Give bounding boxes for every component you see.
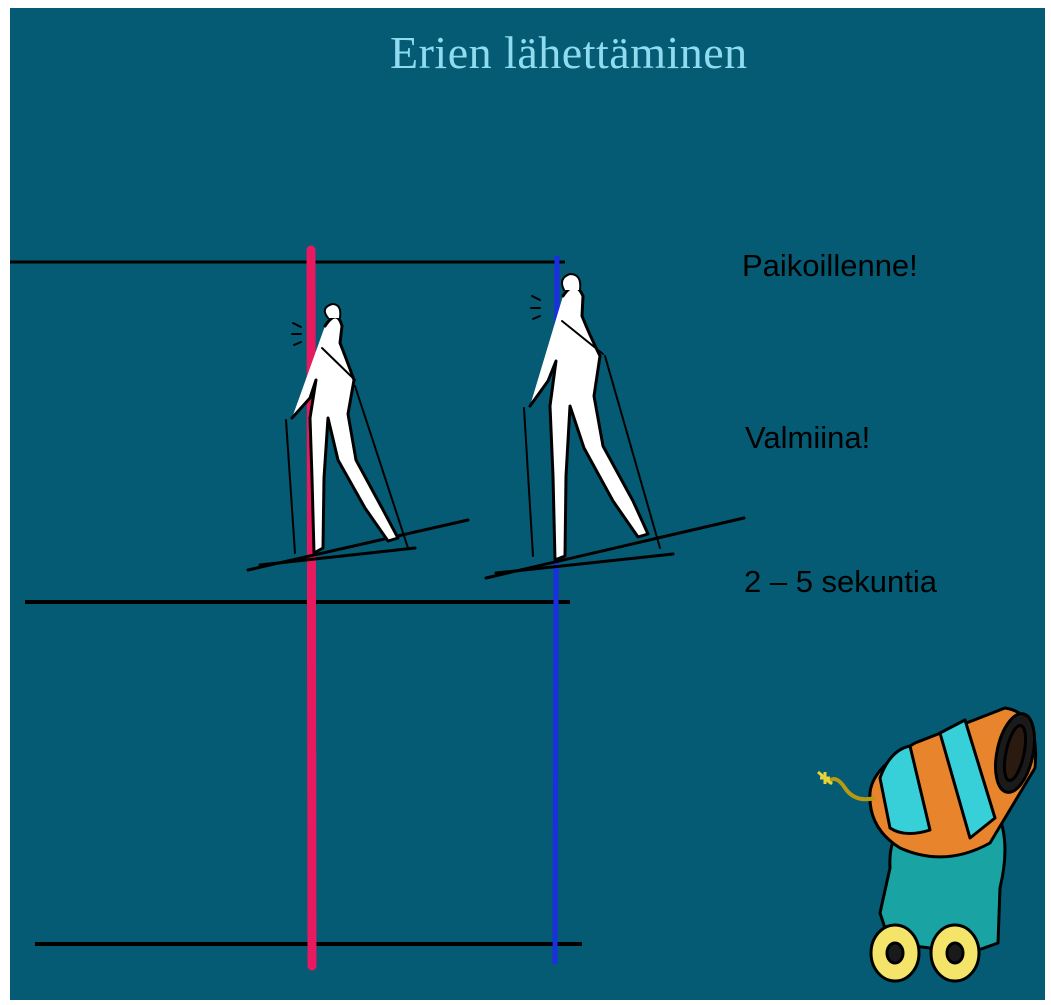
skier-1-icon [246,303,470,572]
pink-marker-line [306,245,317,971]
slide-title: Erien lähettäminen [390,27,748,78]
slide-graphics [10,245,1038,983]
command-on-your-marks: Paikoillenne! [742,248,918,283]
slide: Erien lähettäminen Paikoillenne! Valmiin… [10,8,1045,1000]
skier-2-icon [484,273,746,580]
cannon-icon [817,706,1038,983]
command-get-set: Valmiina! [745,420,871,455]
command-seconds: 2 – 5 sekuntia [744,564,938,599]
